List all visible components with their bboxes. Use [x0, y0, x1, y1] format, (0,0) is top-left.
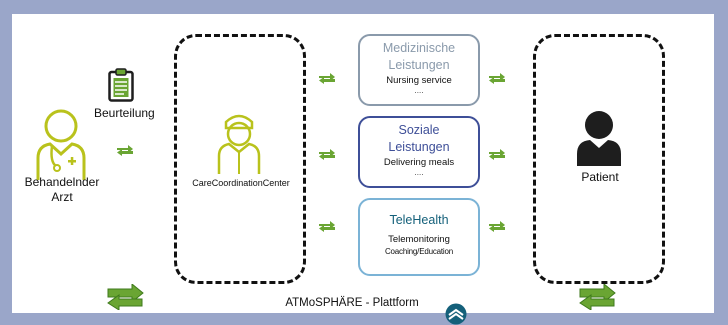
service-telehealth-sub1: Telemonitoring — [388, 234, 450, 245]
exchange-arrow-icon — [319, 149, 335, 160]
patient-icon — [577, 111, 621, 166]
exchange-arrow-icon — [489, 149, 505, 160]
service-telehealth: TeleHealth Telemonitoring Coaching/Educa… — [358, 198, 480, 276]
doctor-label: Behandelnder Arzt — [24, 175, 100, 204]
nurse-icon — [217, 114, 261, 174]
service-social-sub: Delivering meals — [383, 157, 455, 168]
exchange-arrow-icon — [117, 145, 133, 156]
service-medical-dots: .... — [414, 86, 424, 95]
service-telehealth-sub2: Coaching/Education — [384, 247, 453, 256]
assessment-label: Beurteilung — [94, 106, 155, 120]
doctor-icon — [36, 109, 86, 180]
exchange-arrow-icon — [489, 221, 505, 232]
platform-label: ATMoSPHÄRE - Plattform — [285, 297, 419, 309]
service-medical: Medizinische Leistungen Nursing service … — [358, 34, 480, 106]
exchange-arrow-icon — [319, 221, 335, 232]
patient-box — [533, 34, 665, 284]
exchange-arrow-icon — [319, 73, 335, 84]
service-telehealth-title: TeleHealth — [389, 213, 449, 227]
service-social-title: Soziale Leistungen — [388, 123, 450, 154]
service-social: Soziale Leistungen Delivering meals .... — [358, 116, 480, 188]
patient-label: Patient — [581, 170, 619, 184]
platform-logo-icon — [445, 303, 467, 325]
service-medical-title: Medizinische Leistungen — [382, 41, 456, 72]
care-coordination-box — [174, 34, 306, 284]
ccc-label: CareCoordinationCenter — [192, 178, 290, 188]
platform-exchange-arrow-icon — [107, 284, 144, 310]
service-medical-sub: Nursing service — [386, 75, 452, 86]
platform-exchange-arrow-icon — [579, 284, 616, 310]
clipboard-icon — [108, 68, 134, 102]
exchange-arrow-icon — [489, 73, 505, 84]
diagram-panel: Behandelnder Arzt Beurteilung CareCoordi… — [12, 14, 714, 313]
service-social-dots: .... — [414, 168, 424, 177]
